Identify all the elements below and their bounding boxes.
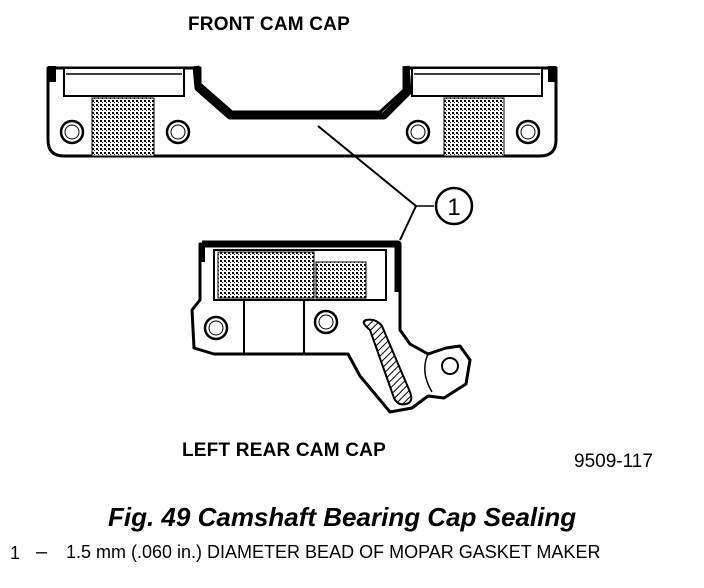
left-rear-cam-cap <box>190 240 472 414</box>
front-cap-sealant-bead <box>192 65 412 120</box>
rear-cap-bolt-hole-1 <box>203 315 229 341</box>
legend-number: 1 <box>10 543 21 563</box>
front-cap-right-ledge <box>411 67 543 97</box>
front-cam-cap <box>46 65 558 158</box>
front-cap-left-ledge <box>63 67 185 97</box>
front-cap-bolt-hole-1 <box>59 119 85 145</box>
front-cap-right-pad <box>443 97 505 157</box>
front-cap-left-pad <box>91 97 155 157</box>
front-cap-bolt-hole-2 <box>165 119 191 145</box>
callout-leaders: 1 <box>317 125 474 241</box>
callout-number: 1 <box>447 194 460 221</box>
figure-caption: Fig. 49 Camshaft Bearing Cap Sealing <box>108 502 577 532</box>
rear-cap-bolt-hole-2 <box>313 309 339 335</box>
legend-dash: – <box>36 541 48 563</box>
callout-circle <box>434 186 474 226</box>
rear-cap-sealant-bead <box>202 240 402 292</box>
rear-cap-hatched-slot <box>362 318 413 406</box>
rear-cap-end-hole <box>441 357 459 375</box>
rear-cap-pad <box>217 251 315 299</box>
left-rear-cam-cap-label: LEFT REAR CAM CAP <box>182 440 386 461</box>
front-cam-cap-label: FRONT CAM CAP <box>188 14 350 35</box>
front-cap-bolt-hole-3 <box>405 119 431 145</box>
legend-text: 1.5 mm (.060 in.) DIAMETER BEAD OF MOPAR… <box>66 542 601 562</box>
figure-code: 9509-117 <box>574 451 653 472</box>
front-cap-bolt-hole-4 <box>515 119 541 145</box>
